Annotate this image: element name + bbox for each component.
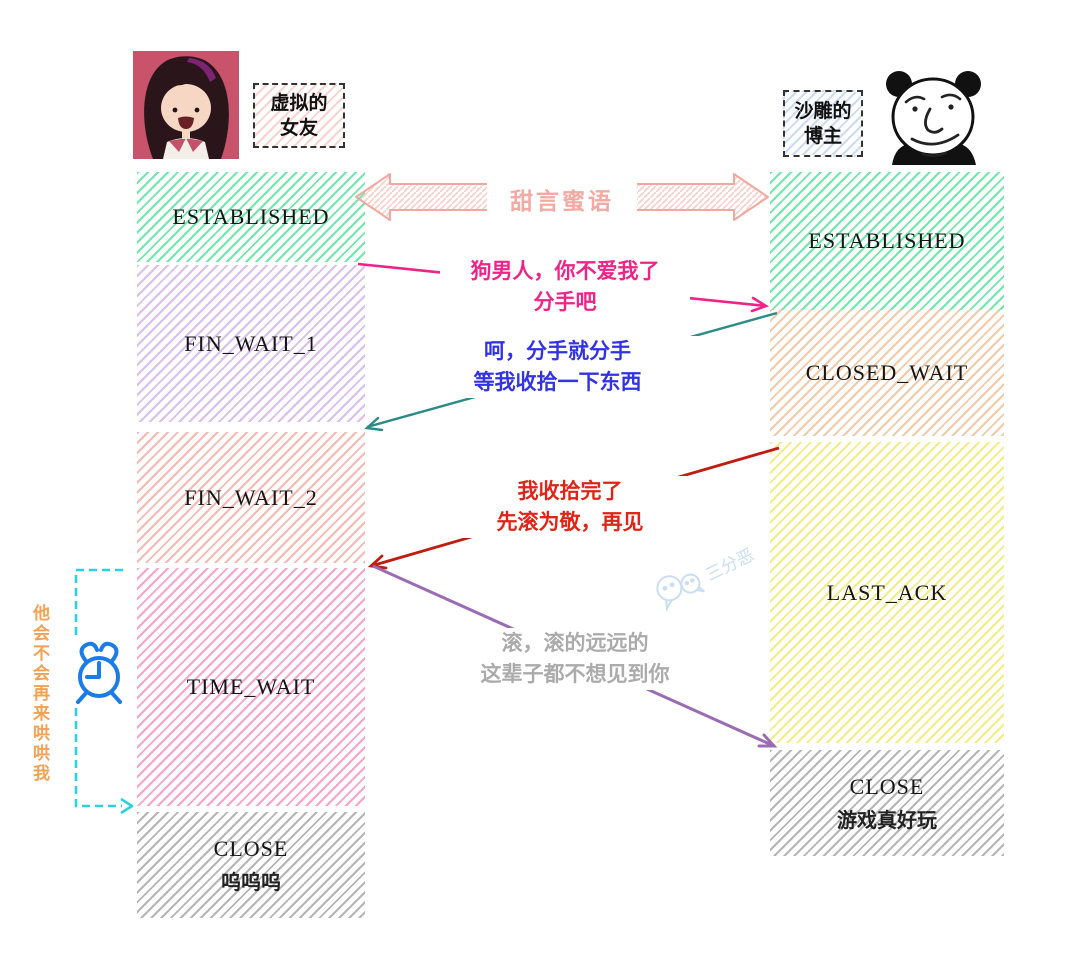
girlfriend-label-line2: 女友 bbox=[279, 117, 318, 139]
state-fin-wait-2: FIN_WAIT_2 bbox=[137, 432, 365, 563]
state-name: LAST_ACK bbox=[826, 579, 948, 605]
state-name: CLOSED_WAIT bbox=[805, 360, 969, 385]
message-line: 滚，滚的远远的 bbox=[501, 632, 649, 655]
sweet-talk-label: 甜言蜜语 bbox=[487, 182, 637, 216]
message-go-away: 滚，滚的远远的 这辈子都不想见到你 bbox=[430, 628, 720, 690]
message-line: 这辈子都不想见到你 bbox=[480, 663, 670, 686]
blogger-label: 沙雕的 博主 bbox=[783, 90, 863, 157]
state-closed-wait: CLOSED_WAIT bbox=[770, 310, 1004, 436]
state-time-wait: TIME_WAIT bbox=[137, 568, 365, 806]
state-established-left: ESTABLISHED bbox=[137, 172, 365, 262]
girlfriend-label: 虚拟的 女友 bbox=[253, 83, 345, 148]
message-breakup: 狗男人，你不爱我了 分手吧 bbox=[440, 256, 690, 318]
message-line: 我收拾完了 bbox=[517, 480, 623, 503]
state-name: FIN_WAIT_2 bbox=[184, 484, 318, 510]
state-sub-gaming: 游戏真好玩 bbox=[837, 809, 937, 832]
watermark: 三分恶 bbox=[647, 534, 761, 617]
state-name: CLOSE bbox=[849, 773, 925, 799]
state-name: ESTABLISHED bbox=[808, 228, 966, 253]
state-close-left: CLOSE 呜呜呜 bbox=[137, 812, 365, 918]
message-line: 分手吧 bbox=[533, 291, 597, 314]
state-close-right: CLOSE 游戏真好玩 bbox=[770, 750, 1004, 856]
blogger-avatar bbox=[876, 65, 990, 165]
time-wait-timer-bracket bbox=[74, 568, 134, 815]
wechat-icon bbox=[656, 573, 705, 612]
timer-worry-note: 他会不会再来哄哄我 bbox=[30, 604, 49, 784]
state-name: CLOSE bbox=[213, 835, 289, 861]
state-name: TIME_WAIT bbox=[186, 674, 316, 699]
state-last-ack: LAST_ACK bbox=[770, 442, 1004, 743]
message-ack-breakup: 呵，分手就分手 等我收拾一下东西 bbox=[415, 336, 700, 398]
message-line: 狗男人，你不爱我了 bbox=[470, 260, 660, 283]
state-name: FIN_WAIT_1 bbox=[184, 330, 318, 356]
message-done-packing: 我收拾完了 先滚为敬，再见 bbox=[435, 476, 705, 538]
message-line: 先滚为敬，再见 bbox=[496, 511, 644, 534]
state-name: ESTABLISHED bbox=[172, 204, 330, 229]
state-fin-wait-1: FIN_WAIT_1 bbox=[137, 265, 365, 422]
alarm-clock-icon bbox=[76, 641, 122, 704]
message-line: 等我收拾一下东西 bbox=[473, 371, 642, 394]
state-established-right: ESTABLISHED bbox=[770, 172, 1004, 310]
girlfriend-label-line1: 虚拟的 bbox=[270, 92, 328, 114]
blogger-label-line2: 博主 bbox=[803, 125, 842, 147]
state-sub-crying: 呜呜呜 bbox=[221, 871, 281, 894]
blogger-label-line1: 沙雕的 bbox=[794, 100, 852, 122]
girlfriend-avatar bbox=[133, 51, 239, 159]
message-line: 呵，分手就分手 bbox=[484, 340, 631, 363]
